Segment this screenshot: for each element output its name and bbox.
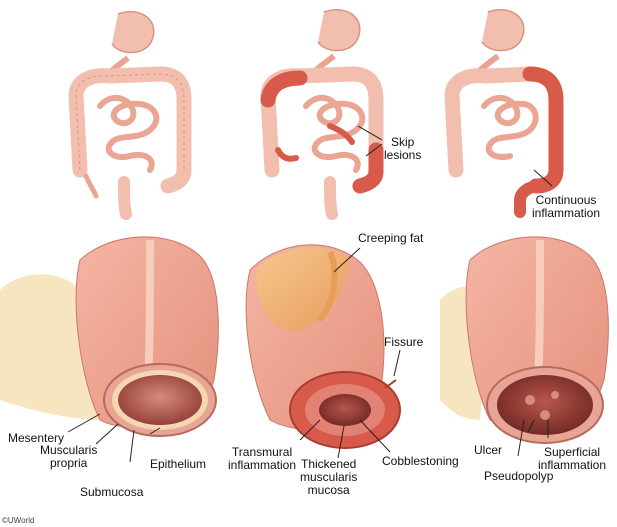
label-cobblestoning: Cobblestoning (382, 454, 459, 468)
label-muscularis-propria: Muscularis propria (40, 443, 98, 470)
label-epithelium: Epithelium (150, 457, 207, 471)
label-ulcer: Ulcer (474, 443, 503, 457)
label-thickened-muscularis-mucosa: Thickened muscularis mucosa (300, 457, 358, 497)
label-submucosa: Submucosa (80, 485, 144, 499)
gi-tract-uc (444, 9, 564, 218)
label-superficial-inflammation: Superficial inflammation (538, 445, 607, 472)
colon-section-normal (0, 236, 219, 437)
label-creeping-fat: Creeping fat (358, 231, 424, 245)
label-fissure: Fissure (384, 335, 424, 349)
leader-lines (67, 125, 553, 463)
gi-tract-crohn (260, 9, 384, 220)
colon-section-uc (440, 236, 609, 444)
copyright-notice: ©UWorld (2, 516, 35, 525)
colon-section-crohn (245, 244, 401, 449)
label-mesentery: Mesentery (8, 431, 65, 445)
label-transmural-inflammation: Transmural inflammation (228, 445, 297, 472)
label-skip-lesions: Skip lesions (384, 135, 422, 162)
label-continuous-inflammation: Continuous inflammation (532, 193, 601, 220)
gi-tract-normal (68, 11, 192, 220)
label-pseudopolyp: Pseudopolyp (484, 469, 554, 483)
